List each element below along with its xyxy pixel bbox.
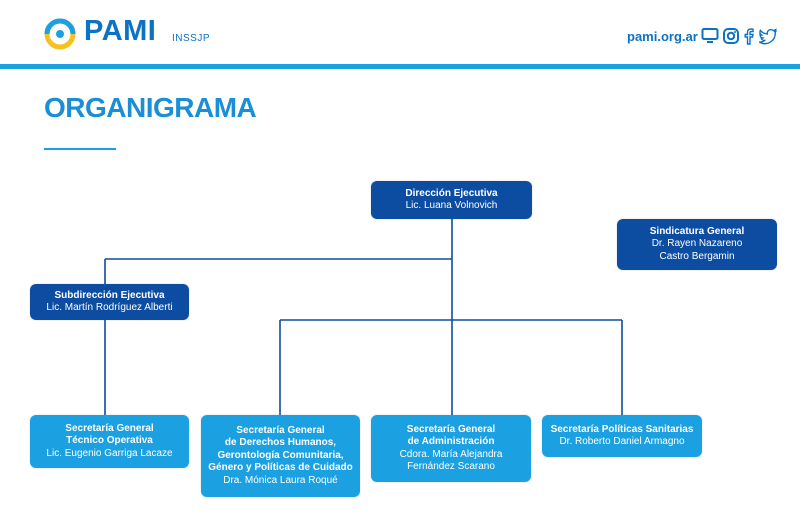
org-box-person: Dr. Rayen Nazareno Castro Bergamin [651,238,743,262]
org-box-person: Lic. Luana Volnovich [405,200,498,211]
org-box-secretaria-politicas-sanitarias[interactable]: Secretaría Políticas Sanitarias Dr. Robe… [542,415,702,457]
org-box-title: Secretaría General de Derechos Humanos, … [208,424,353,474]
title-underline [44,148,116,150]
org-box-direccion-ejecutiva[interactable]: Dirección Ejecutiva Lic. Luana Volnovich [371,181,532,219]
org-box-sindicatura-general[interactable]: Sindicatura General Dr. Rayen Nazareno C… [617,219,777,270]
org-box-person: Lic. Eugenio Garriga Lacaze [46,447,173,459]
org-box-person: Dra. Mónica Laura Roqué [223,474,338,486]
org-box-secretaria-derechos-humanos[interactable]: Secretaría General de Derechos Humanos, … [201,415,360,497]
monitor-icon[interactable] [701,27,719,45]
header: PAMI INSSJP pami.org.ar [0,0,800,64]
org-box-title: Dirección Ejecutiva [405,187,498,199]
page-title: ORGANIGRAMA [44,92,257,123]
instagram-icon[interactable] [722,27,740,45]
org-box-title: Subdirección Ejecutiva [54,289,165,301]
org-box-secretaria-tecnico-operativa[interactable]: Secretaría General Técnico Operativa Lic… [30,415,189,468]
site-link[interactable]: pami.org.ar [627,29,698,44]
pami-logo-icon [44,18,76,50]
facebook-icon[interactable] [740,27,758,45]
org-box-title: Secretaría General de Administración [406,423,496,448]
org-box-title: Secretaría General Técnico Operativa [65,422,154,447]
brand-name: PAMI [84,15,157,47]
org-box-person: Dr. Roberto Daniel Armagno [559,436,685,447]
brand-subtitle: INSSJP [172,33,211,44]
org-box-person: Cdora. María Alejandra Fernández Scarano [399,448,503,473]
org-box-secretaria-administracion[interactable]: Secretaría General de Administración Cdo… [371,415,531,482]
twitter-icon[interactable] [758,27,778,45]
org-box-person: Lic. Martín Rodríguez Alberti [46,302,173,313]
org-box-subdireccion-ejecutiva[interactable]: Subdirección Ejecutiva Lic. Martín Rodrí… [30,284,189,320]
header-divider [0,64,800,69]
org-box-title: Sindicatura General [649,225,745,237]
org-box-title: Secretaría Políticas Sanitarias [550,423,694,435]
